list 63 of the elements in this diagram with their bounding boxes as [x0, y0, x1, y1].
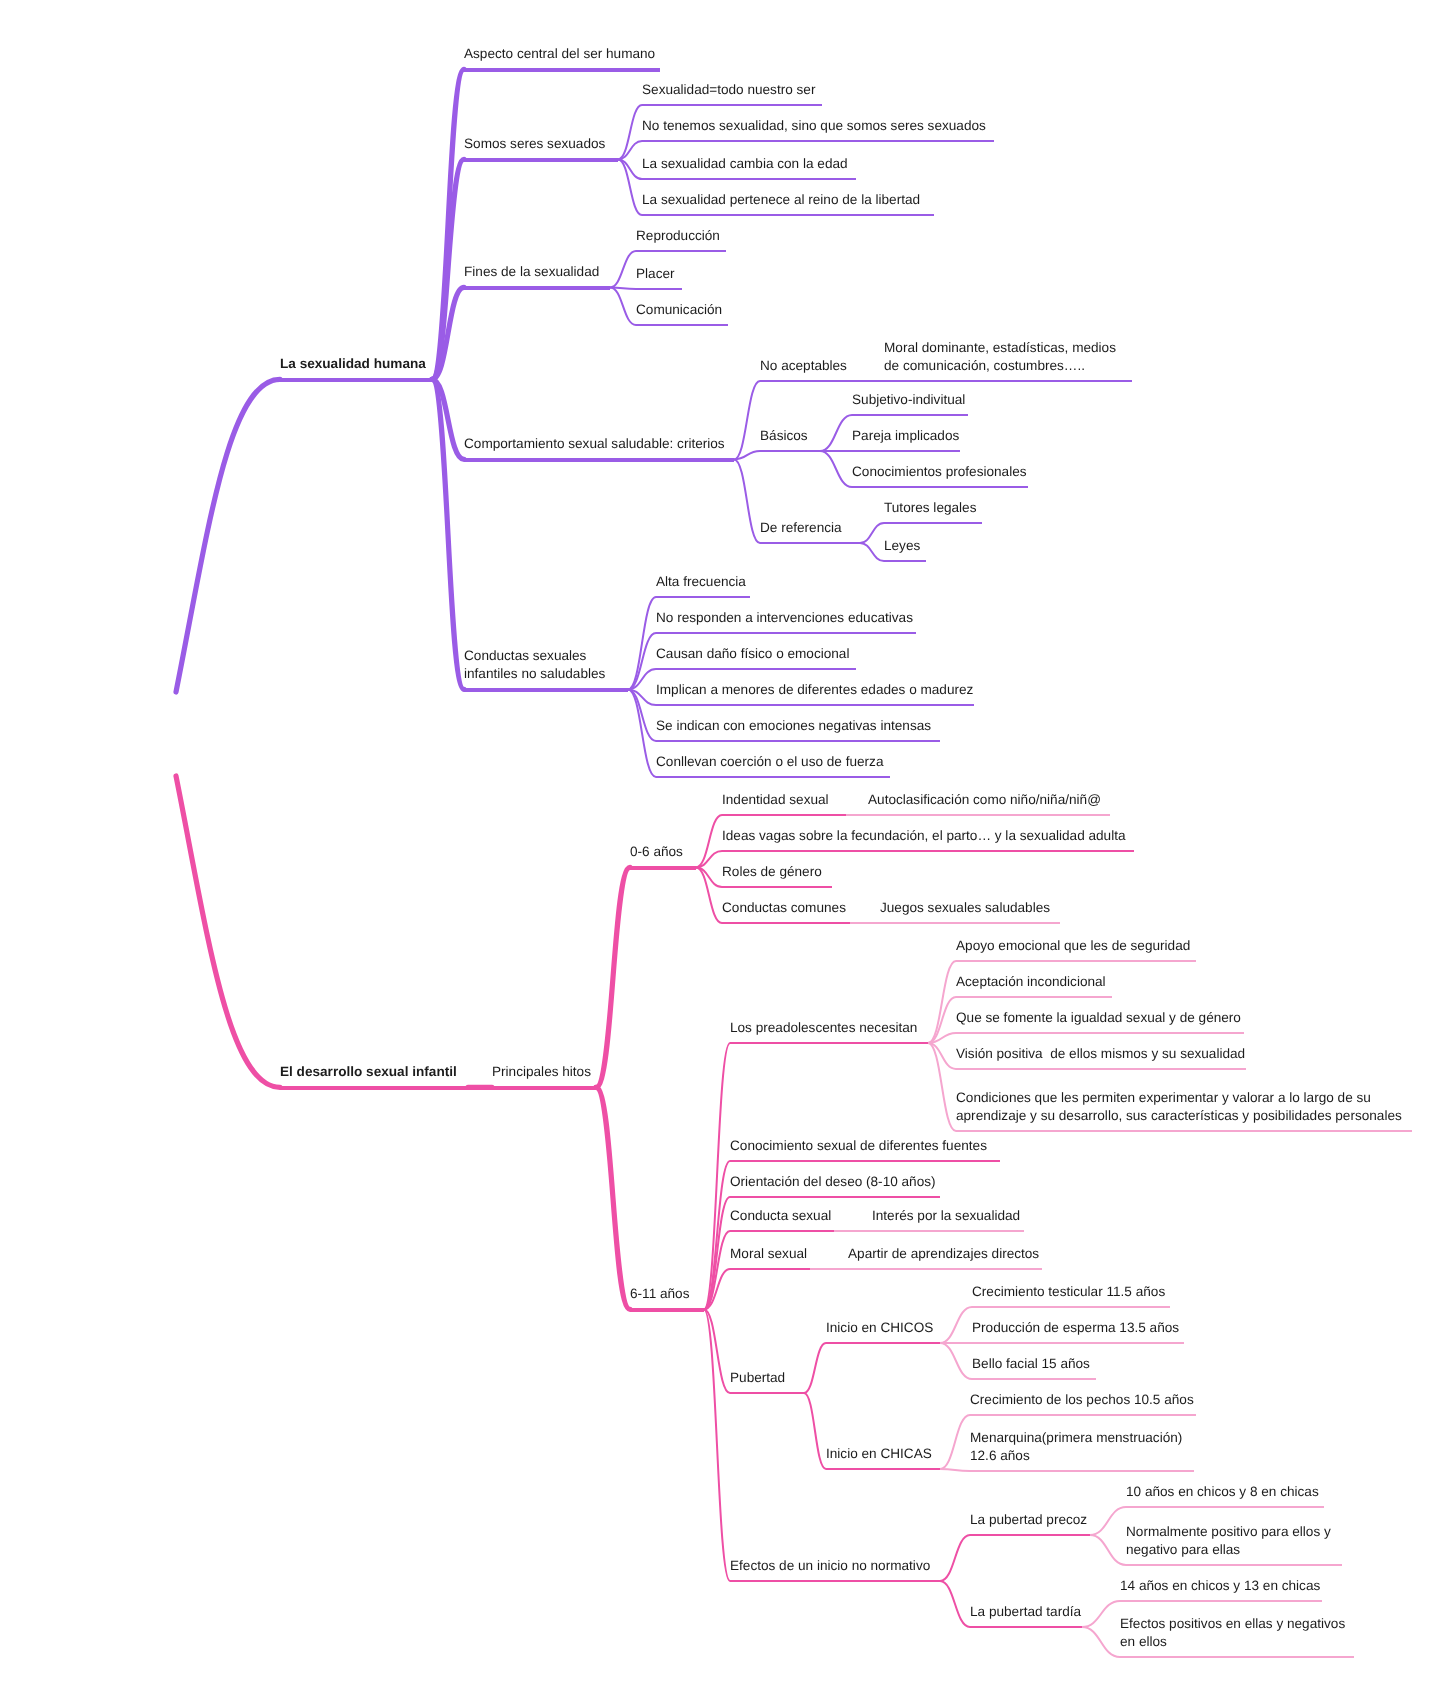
branch-connector: [819, 450, 853, 488]
branch-connector: [593, 1084, 633, 1312]
branch-connector: [627, 688, 657, 742]
branch-connector: [927, 960, 957, 1044]
branch-connector: [1089, 1506, 1127, 1536]
branch-connector: [627, 688, 657, 706]
branch-connector: [429, 284, 467, 382]
branch-connector: [859, 522, 885, 544]
branch-connector: [1081, 1626, 1121, 1658]
branch-connector: [627, 688, 657, 778]
branch-connector: [617, 104, 643, 161]
branch-connector: [465, 1084, 495, 1090]
branch-connector: [695, 866, 723, 924]
branch-connector: [703, 1160, 731, 1311]
branch-connector: [173, 773, 283, 1090]
branch-connector: [627, 596, 657, 691]
branch-connector: [939, 1468, 971, 1472]
branch-connector: [927, 1032, 957, 1044]
branch-connector: [833, 1230, 873, 1232]
branch-connector: [849, 922, 881, 924]
branch-connector: [609, 250, 637, 289]
branch-connector: [695, 850, 723, 869]
branch-connector: [627, 632, 657, 691]
branch-connector: [1089, 1534, 1127, 1566]
branch-connector: [927, 996, 957, 1044]
branch-connector: [939, 1306, 973, 1344]
branch-connector: [617, 140, 643, 161]
branch-connector: [939, 1580, 971, 1628]
branch-connector: [173, 376, 283, 695]
branch-connector: [703, 1308, 731, 1582]
branch-connector: [803, 1342, 827, 1394]
branch-connector: [593, 864, 633, 1090]
branch-connector: [617, 158, 643, 180]
branch-connector: [845, 814, 869, 816]
branch-connector: [703, 1308, 731, 1394]
branch-connector: [429, 376, 467, 692]
branch-connector: [939, 1342, 973, 1344]
branch-connector: [939, 1342, 973, 1380]
branch-connector: [429, 376, 467, 462]
branch-connector: [695, 814, 723, 869]
branch-connector: [703, 1268, 731, 1311]
branch-connector: [609, 286, 637, 290]
branch-connector: [859, 542, 885, 562]
branch-connector: [939, 1534, 971, 1582]
branch-connector: [819, 414, 853, 452]
branch-connector: [429, 156, 467, 382]
branch-connector: [803, 1392, 827, 1470]
branch-connector: [703, 1042, 731, 1311]
branch-connector: [819, 450, 853, 452]
branch-connector: [733, 380, 761, 461]
branch-connector: [927, 1042, 957, 1070]
branch-connector: [733, 458, 761, 544]
branch-connector: [627, 668, 657, 691]
branch-connector: [809, 1268, 849, 1270]
branch-connector: [703, 1230, 731, 1311]
branch-connector: [617, 158, 643, 216]
branch-connector: [733, 450, 761, 461]
branch-connector: [859, 380, 885, 382]
branch-connector: [927, 1042, 957, 1132]
branch-connector: [939, 1414, 971, 1470]
branch-connector: [1081, 1600, 1121, 1628]
branch-connector: [609, 286, 637, 326]
branch-connector: [695, 866, 723, 888]
